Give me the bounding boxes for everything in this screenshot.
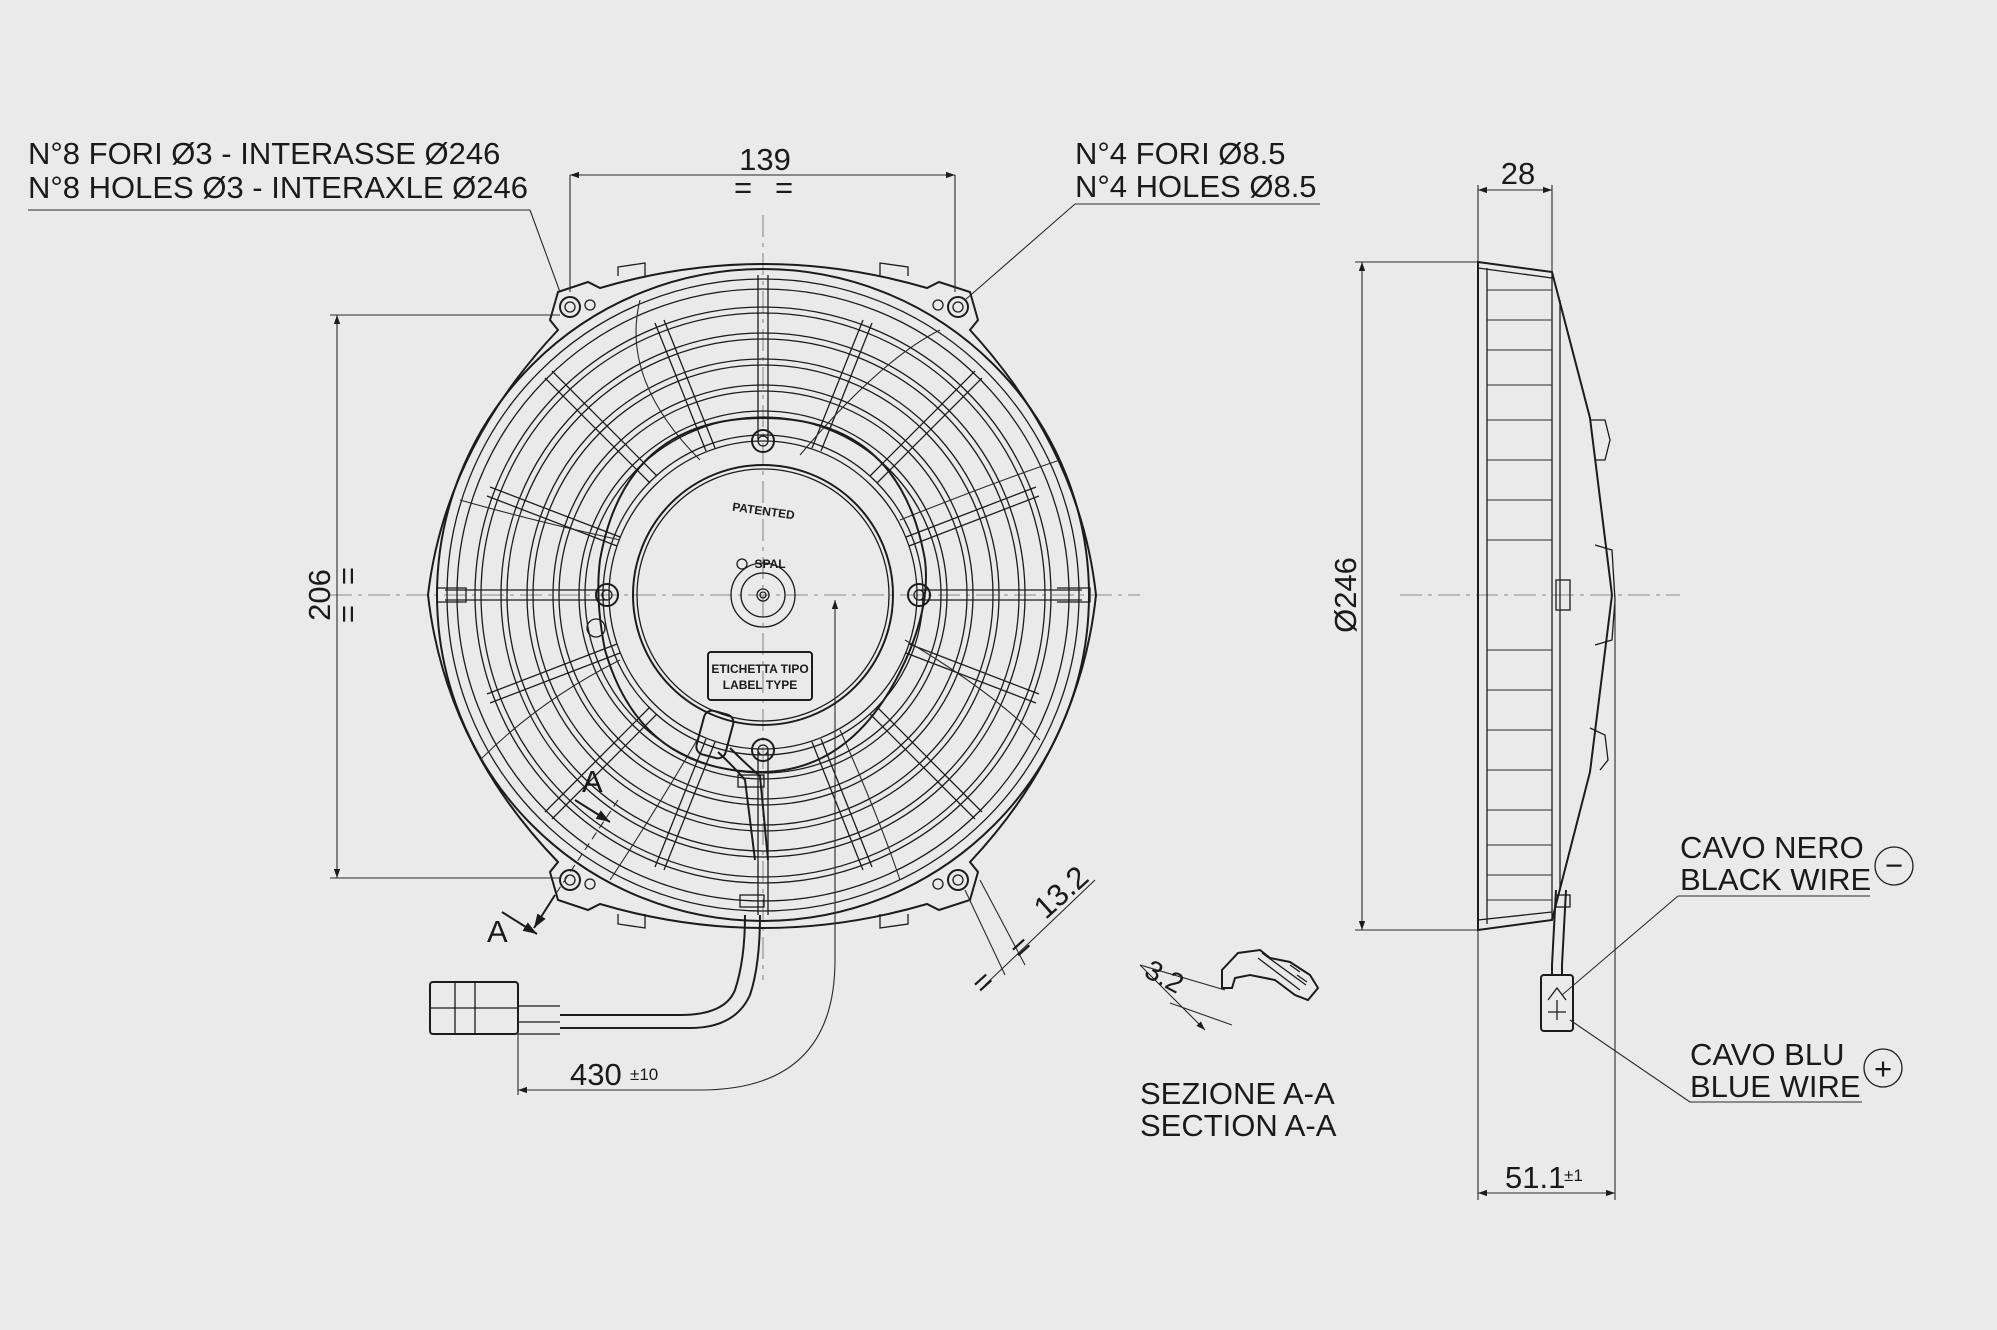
dim-13-2-value: 13.2 xyxy=(1027,859,1095,925)
note-small-holes-en: N°8 HOLES Ø3 - INTERAXLE Ø246 xyxy=(28,170,528,205)
note-small-holes-it: N°8 FORI Ø3 - INTERASSE Ø246 xyxy=(28,136,500,171)
section-thickness-value: 3.2 xyxy=(1140,954,1189,1000)
fan-front-view: ETICHETTA TIPO LABEL TYPE PATENTED SPAL xyxy=(28,136,1320,1095)
dim-51-1-value: 51.1 xyxy=(1505,1160,1565,1195)
section-title-en: SECTION A-A xyxy=(1140,1108,1337,1143)
dim-51-1: 51.1 ±1 xyxy=(1477,595,1616,1200)
dim-13-2-equal-b: = xyxy=(965,963,1002,1001)
dim-206-equal-bottom: = xyxy=(330,605,365,623)
label-type-it: ETICHETTA TIPO xyxy=(711,662,808,676)
mounting-holes-large xyxy=(559,296,969,891)
blue-wire-en: BLUE WIRE xyxy=(1690,1069,1861,1104)
leader-blue-wire: CAVO BLU BLUE WIRE + xyxy=(1569,1019,1903,1104)
brand-logo-icon xyxy=(736,558,748,570)
black-wire-it: CAVO NERO xyxy=(1680,830,1864,865)
dim-430-tolerance: ±10 xyxy=(630,1065,658,1084)
leader-small-holes: N°8 FORI Ø3 - INTERASSE Ø246 N°8 HOLES Ø… xyxy=(28,136,561,293)
note-large-holes-it: N°4 FORI Ø8.5 xyxy=(1075,136,1286,171)
label-type-en: LABEL TYPE xyxy=(723,678,797,692)
side-wire xyxy=(1540,889,1574,1032)
note-large-holes-en: N°4 HOLES Ø8.5 xyxy=(1075,169,1317,204)
dim-diameter-value: Ø246 xyxy=(1328,557,1363,633)
negative-pole-sign: − xyxy=(1885,848,1903,883)
label-type-box xyxy=(707,651,813,701)
section-marker-a-bottom: A xyxy=(487,914,508,949)
side-body-outline xyxy=(1477,260,1614,932)
dim-139-equal-right: = xyxy=(775,170,793,205)
dim-13-2: 13.2 = = xyxy=(964,859,1096,1001)
black-wire-en: BLACK WIRE xyxy=(1680,862,1871,897)
dim-diameter-246: Ø246 xyxy=(1328,261,1478,931)
dim-28-value: 28 xyxy=(1501,156,1535,191)
power-cable xyxy=(429,914,761,1035)
leader-black-wire: CAVO NERO BLACK WIRE − xyxy=(1561,830,1914,996)
positive-pole-sign: + xyxy=(1874,1051,1892,1086)
side-grille-ribs xyxy=(1487,289,1552,901)
dim-206-equal-top: = xyxy=(330,567,365,585)
dim-206: 206 = = xyxy=(302,314,560,879)
dim-28: 28 xyxy=(1477,156,1553,272)
patented-mark: PATENTED xyxy=(731,500,796,523)
dim-139: 139 = = xyxy=(569,142,956,292)
blue-wire-it: CAVO BLU xyxy=(1690,1037,1844,1072)
dim-430: 430 ±10 xyxy=(517,600,839,1095)
side-connector xyxy=(1540,974,1574,1032)
negative-pole-icon xyxy=(1874,846,1914,886)
dim-51-1-tolerance: ±1 xyxy=(1564,1166,1583,1185)
fan-side-view: 28 Ø246 51.1 ±1 CAVO NERO BLACK WIRE − xyxy=(1328,156,1914,1200)
leader-large-holes: N°4 FORI Ø8.5 N°4 HOLES Ø8.5 xyxy=(964,136,1320,301)
dim-430-value: 430 xyxy=(570,1057,622,1092)
dim-206-value: 206 xyxy=(302,569,337,621)
dim-139-equal-left: = xyxy=(734,170,752,205)
section-marker-a-top: A xyxy=(582,764,603,799)
dim-139-value: 139 xyxy=(739,142,791,177)
positive-pole-icon xyxy=(1863,1048,1903,1088)
section-title-it: SEZIONE A-A xyxy=(1140,1076,1335,1111)
section-a-a-detail: 3.2 SEZIONE A-A SECTION A-A xyxy=(1139,948,1337,1143)
brand-logo-text: SPAL xyxy=(754,557,785,571)
